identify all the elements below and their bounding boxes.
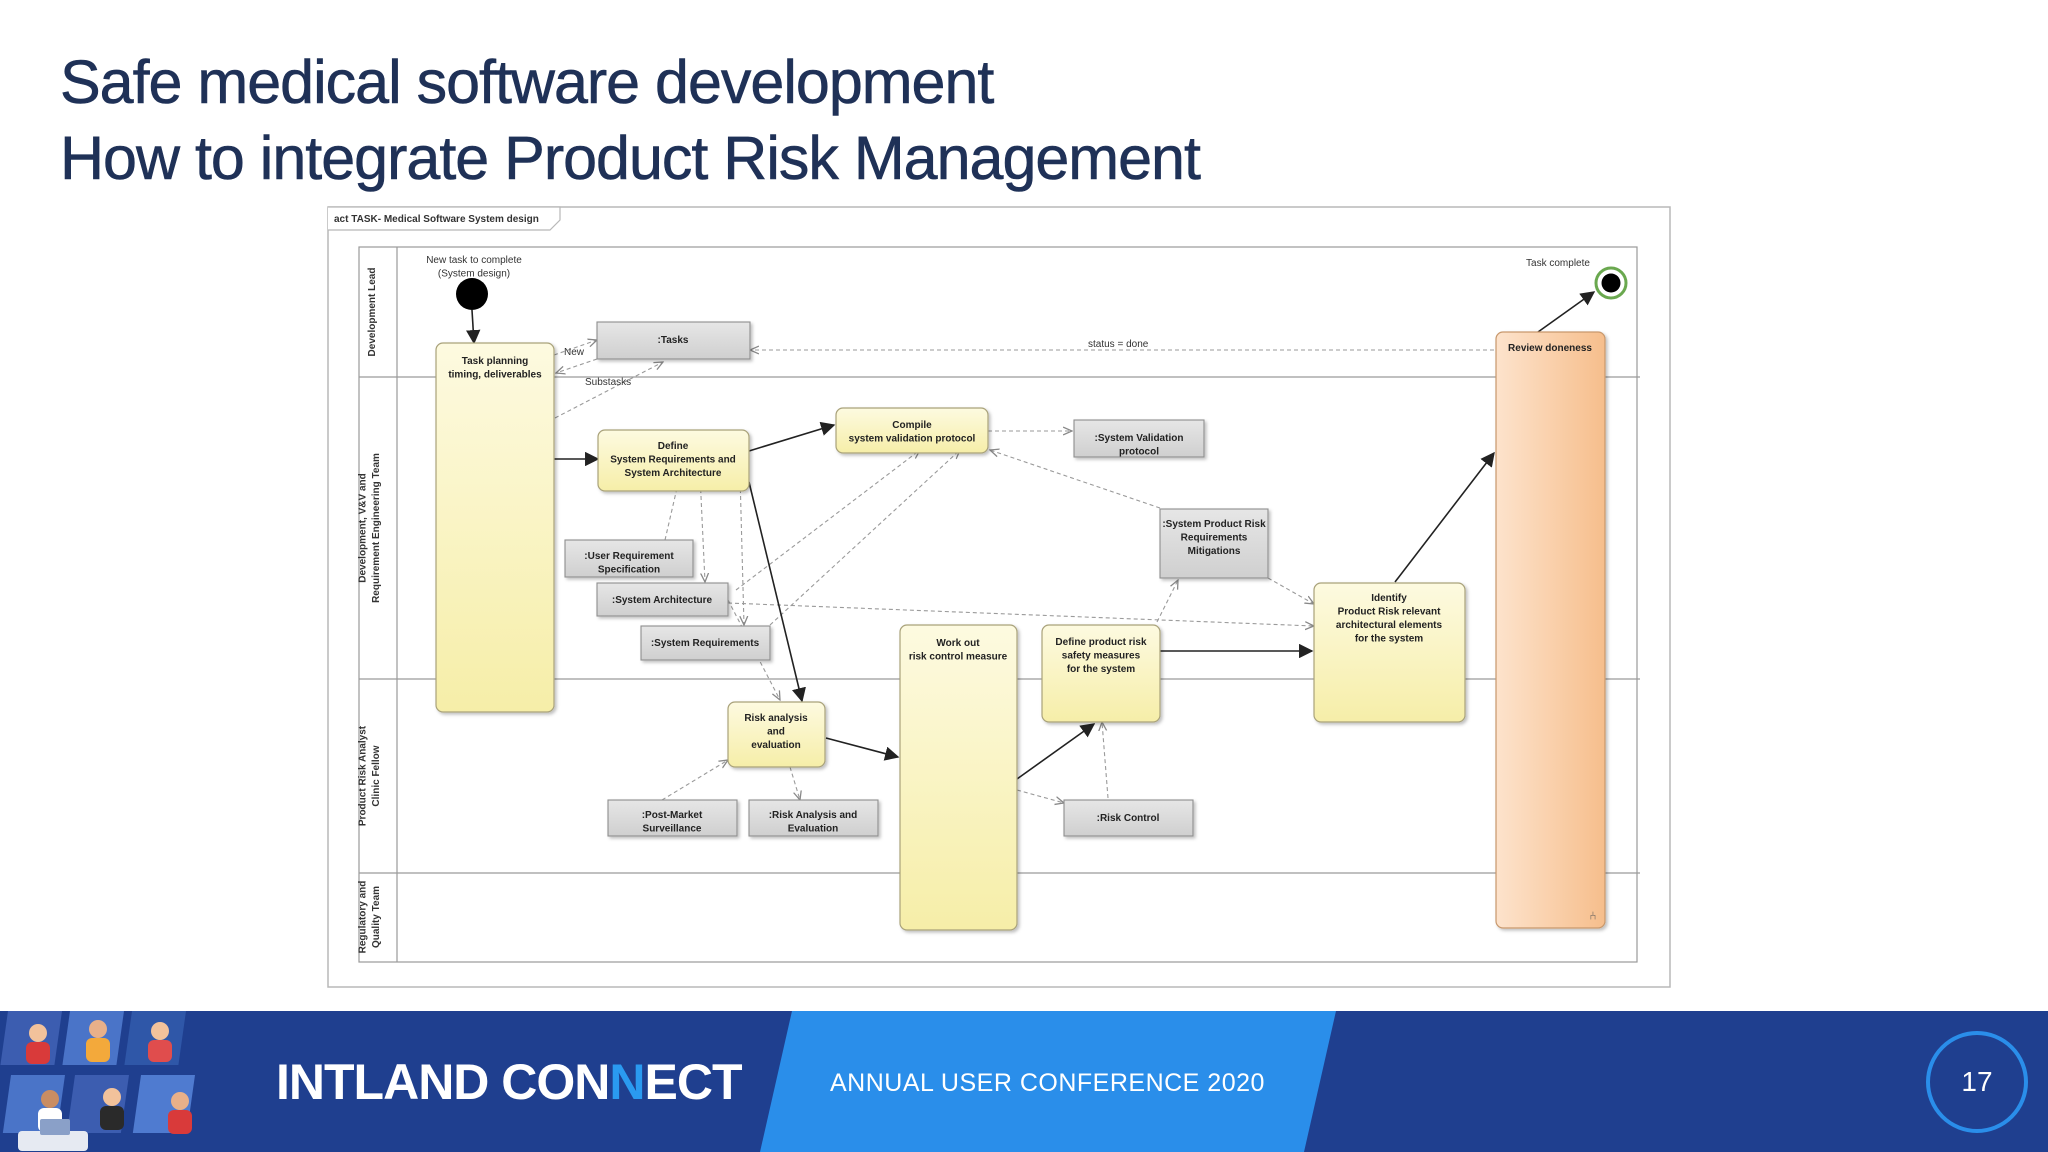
flow-define-to-risk: [748, 481, 806, 703]
flow-review-to-end: [1537, 291, 1596, 333]
action-review-doneness: Review doneness ⑃: [1495, 331, 1606, 929]
conference-band: [760, 1011, 1336, 1152]
flow-start-to-plan: [466, 309, 481, 345]
control-flows: [466, 291, 1596, 780]
flow-postmarket-to-risk: [661, 760, 728, 801]
object-system-architecture: :System Architecture: [596, 582, 729, 617]
flow-safety-to-riskreq: [1156, 580, 1178, 623]
brand-text-part-3: ECT: [644, 1054, 743, 1110]
people-illustration: [0, 1011, 196, 1151]
svg-text::Risk Control: :Risk Control: [1097, 813, 1160, 824]
edge-label-substasks: Substasks: [585, 377, 631, 388]
activity-diagram: act TASK- Medical Software System design…: [327, 206, 1671, 988]
swimlanes: [358, 246, 1640, 963]
brand-text-accent: N: [609, 1054, 645, 1110]
flow-riskreq-to-identify: [1267, 577, 1314, 604]
flow-substasks: [554, 362, 663, 419]
edge-label-new: New: [564, 347, 585, 358]
slide-title: Safe medical software development How to…: [60, 44, 1202, 196]
flow-identify-to-review: [1394, 451, 1495, 583]
frame-label: act TASK- Medical Software System design: [334, 214, 539, 225]
flow-workout-to-riskcontrol: [1016, 789, 1064, 803]
lane-label-dev-lead: Development Lead: [367, 268, 378, 357]
brand-text-part-1: INTLAND CON: [276, 1054, 610, 1110]
object-tasks: :Tasks: [596, 321, 751, 360]
page-number: 17: [1961, 1066, 1993, 1097]
svg-text::System Architecture: :System Architecture: [612, 595, 713, 606]
object-system-requirements: :System Requirements: [640, 625, 771, 661]
flow-tasks-to-plan: [556, 358, 598, 373]
frame-tab: [328, 206, 561, 231]
start-label: New task to complete(System design): [426, 255, 522, 280]
flow-sysreq-to-compile: [769, 450, 960, 626]
brand-logo-text: INTLAND CONNECT: [276, 1053, 743, 1111]
svg-text:Review doneness: Review doneness: [1508, 343, 1592, 354]
flow-plan-to-tasks: [553, 340, 597, 356]
svg-text::System Requirements: :System Requirements: [651, 638, 760, 649]
flow-define-to-compile: [748, 421, 836, 452]
flow-riskcontrol-to-safety: [1102, 722, 1109, 799]
object-flows: [553, 340, 1494, 803]
flow-arch-to-compile: [735, 450, 920, 591]
slide-title-line-1: Safe medical software development: [60, 48, 995, 117]
page-number-badge: 17: [1926, 1031, 2028, 1133]
flow-risk-req-to-compile: [990, 450, 1161, 509]
slide-title-line-2: How to integrate Product Risk Management: [60, 124, 1202, 193]
flow-define-to-arch: [699, 474, 705, 582]
object-risk-control: :Risk Control: [1063, 799, 1194, 837]
footer-bar: INTLAND CONNECT ANNUAL USER CONFERENCE 2…: [0, 1011, 2048, 1152]
flow-risk-to-workout: [825, 737, 900, 761]
initial-node: [456, 278, 488, 310]
flow-workout-to-safety: [1016, 723, 1096, 780]
svg-text::Tasks: :Tasks: [658, 335, 689, 346]
edge-label-status-done: status = done: [1088, 339, 1149, 350]
final-node: [1594, 266, 1628, 300]
conference-label: ANNUAL USER CONFERENCE 2020: [830, 1069, 1265, 1097]
end-label: Task complete: [1526, 258, 1590, 269]
illustration-people: [18, 1020, 192, 1151]
flow-risk-to-riskae: [789, 766, 800, 800]
fork-icon: ⑃: [1589, 909, 1596, 923]
